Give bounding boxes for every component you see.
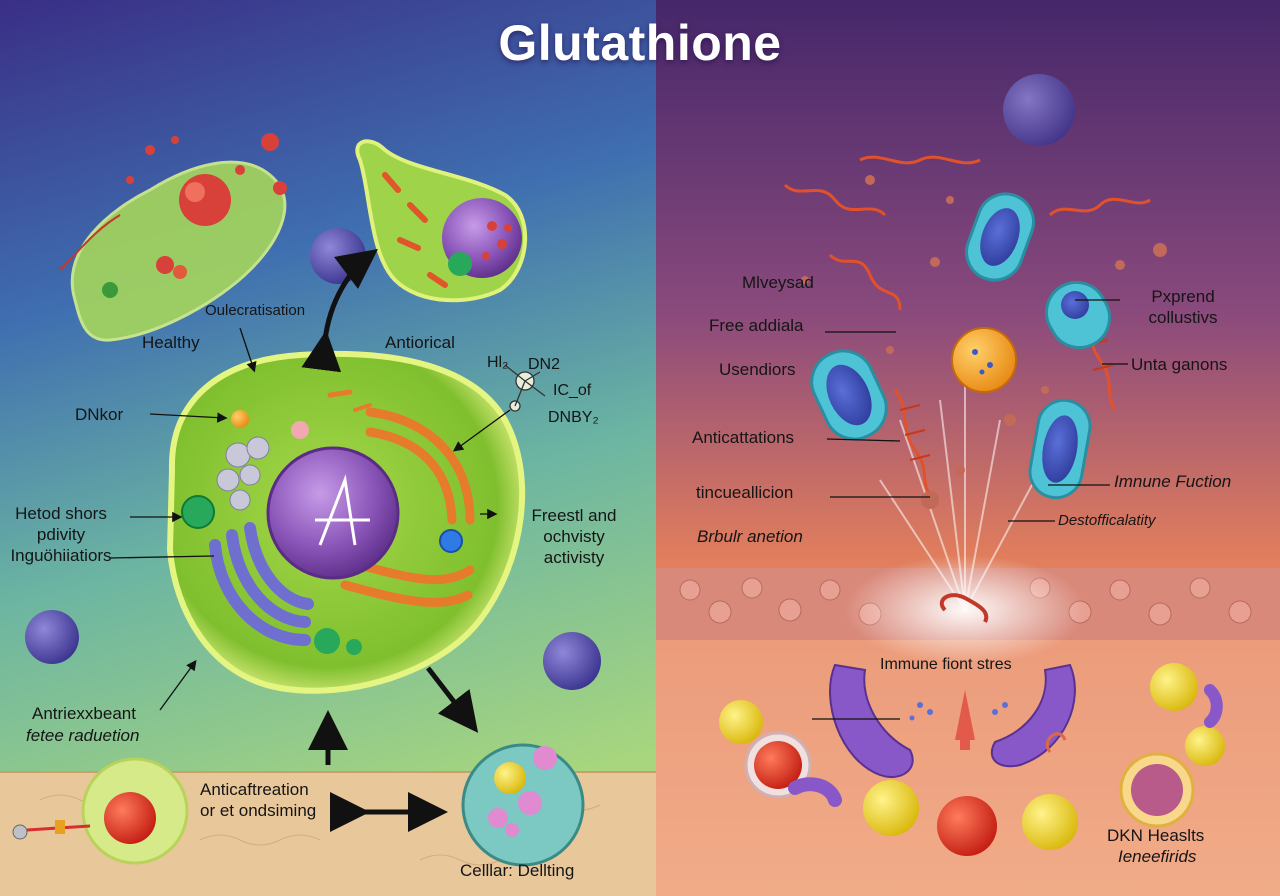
molecule-ic-of: IC_of [553, 382, 592, 399]
label-usendiors: Usendiors [719, 360, 796, 379]
molecule-dnby: DNBY₂ [548, 409, 599, 426]
label-immune-function: Imnune Fuction [1114, 472, 1232, 491]
molecule-hl: Hl₂ [487, 354, 509, 371]
label-fetee: fetee raduetion [26, 726, 140, 745]
label-anticattations: Anticattations [692, 428, 795, 447]
label-healthy: Healthy [142, 333, 200, 352]
label-dnkor: DNkor [75, 405, 124, 424]
label-freestl: Freestl and ochvisty activisty [531, 506, 617, 567]
label-tincueallicion: tincueallicion [696, 483, 794, 502]
label-antriexxbeant: Antriexxbeant [32, 704, 136, 723]
label-oulecratisation: Oulecratisation [205, 302, 306, 319]
page-title: Glutathione [498, 15, 782, 71]
label-unta: Unta ganons [1131, 355, 1228, 374]
label-pxprend: Pxprend collustivs [1148, 287, 1218, 327]
label-free-addiala: Free addiala [709, 316, 804, 335]
label-brbulr: Brbulr anetion [697, 527, 803, 546]
label-antiorical: Antiorical [385, 333, 455, 352]
label-dkn: DKN Heaslts [1107, 826, 1205, 845]
label-mlveysad: Mlveysad [742, 273, 814, 292]
label-leneefirids: Ieneefirids [1118, 847, 1197, 866]
label-destoffical: Destofficalatity [1058, 512, 1156, 529]
molecule-dn2: DN2 [528, 356, 561, 373]
label-immune-front: Immune fiont stres [880, 656, 1012, 673]
label-anticaftreation: Anticaftreation or et ondsiming [200, 780, 317, 820]
label-hetod: Hetod shors pdivity Inguöhiiatiors [10, 504, 112, 565]
label-cellular: Celllar: Dellting [460, 861, 575, 880]
